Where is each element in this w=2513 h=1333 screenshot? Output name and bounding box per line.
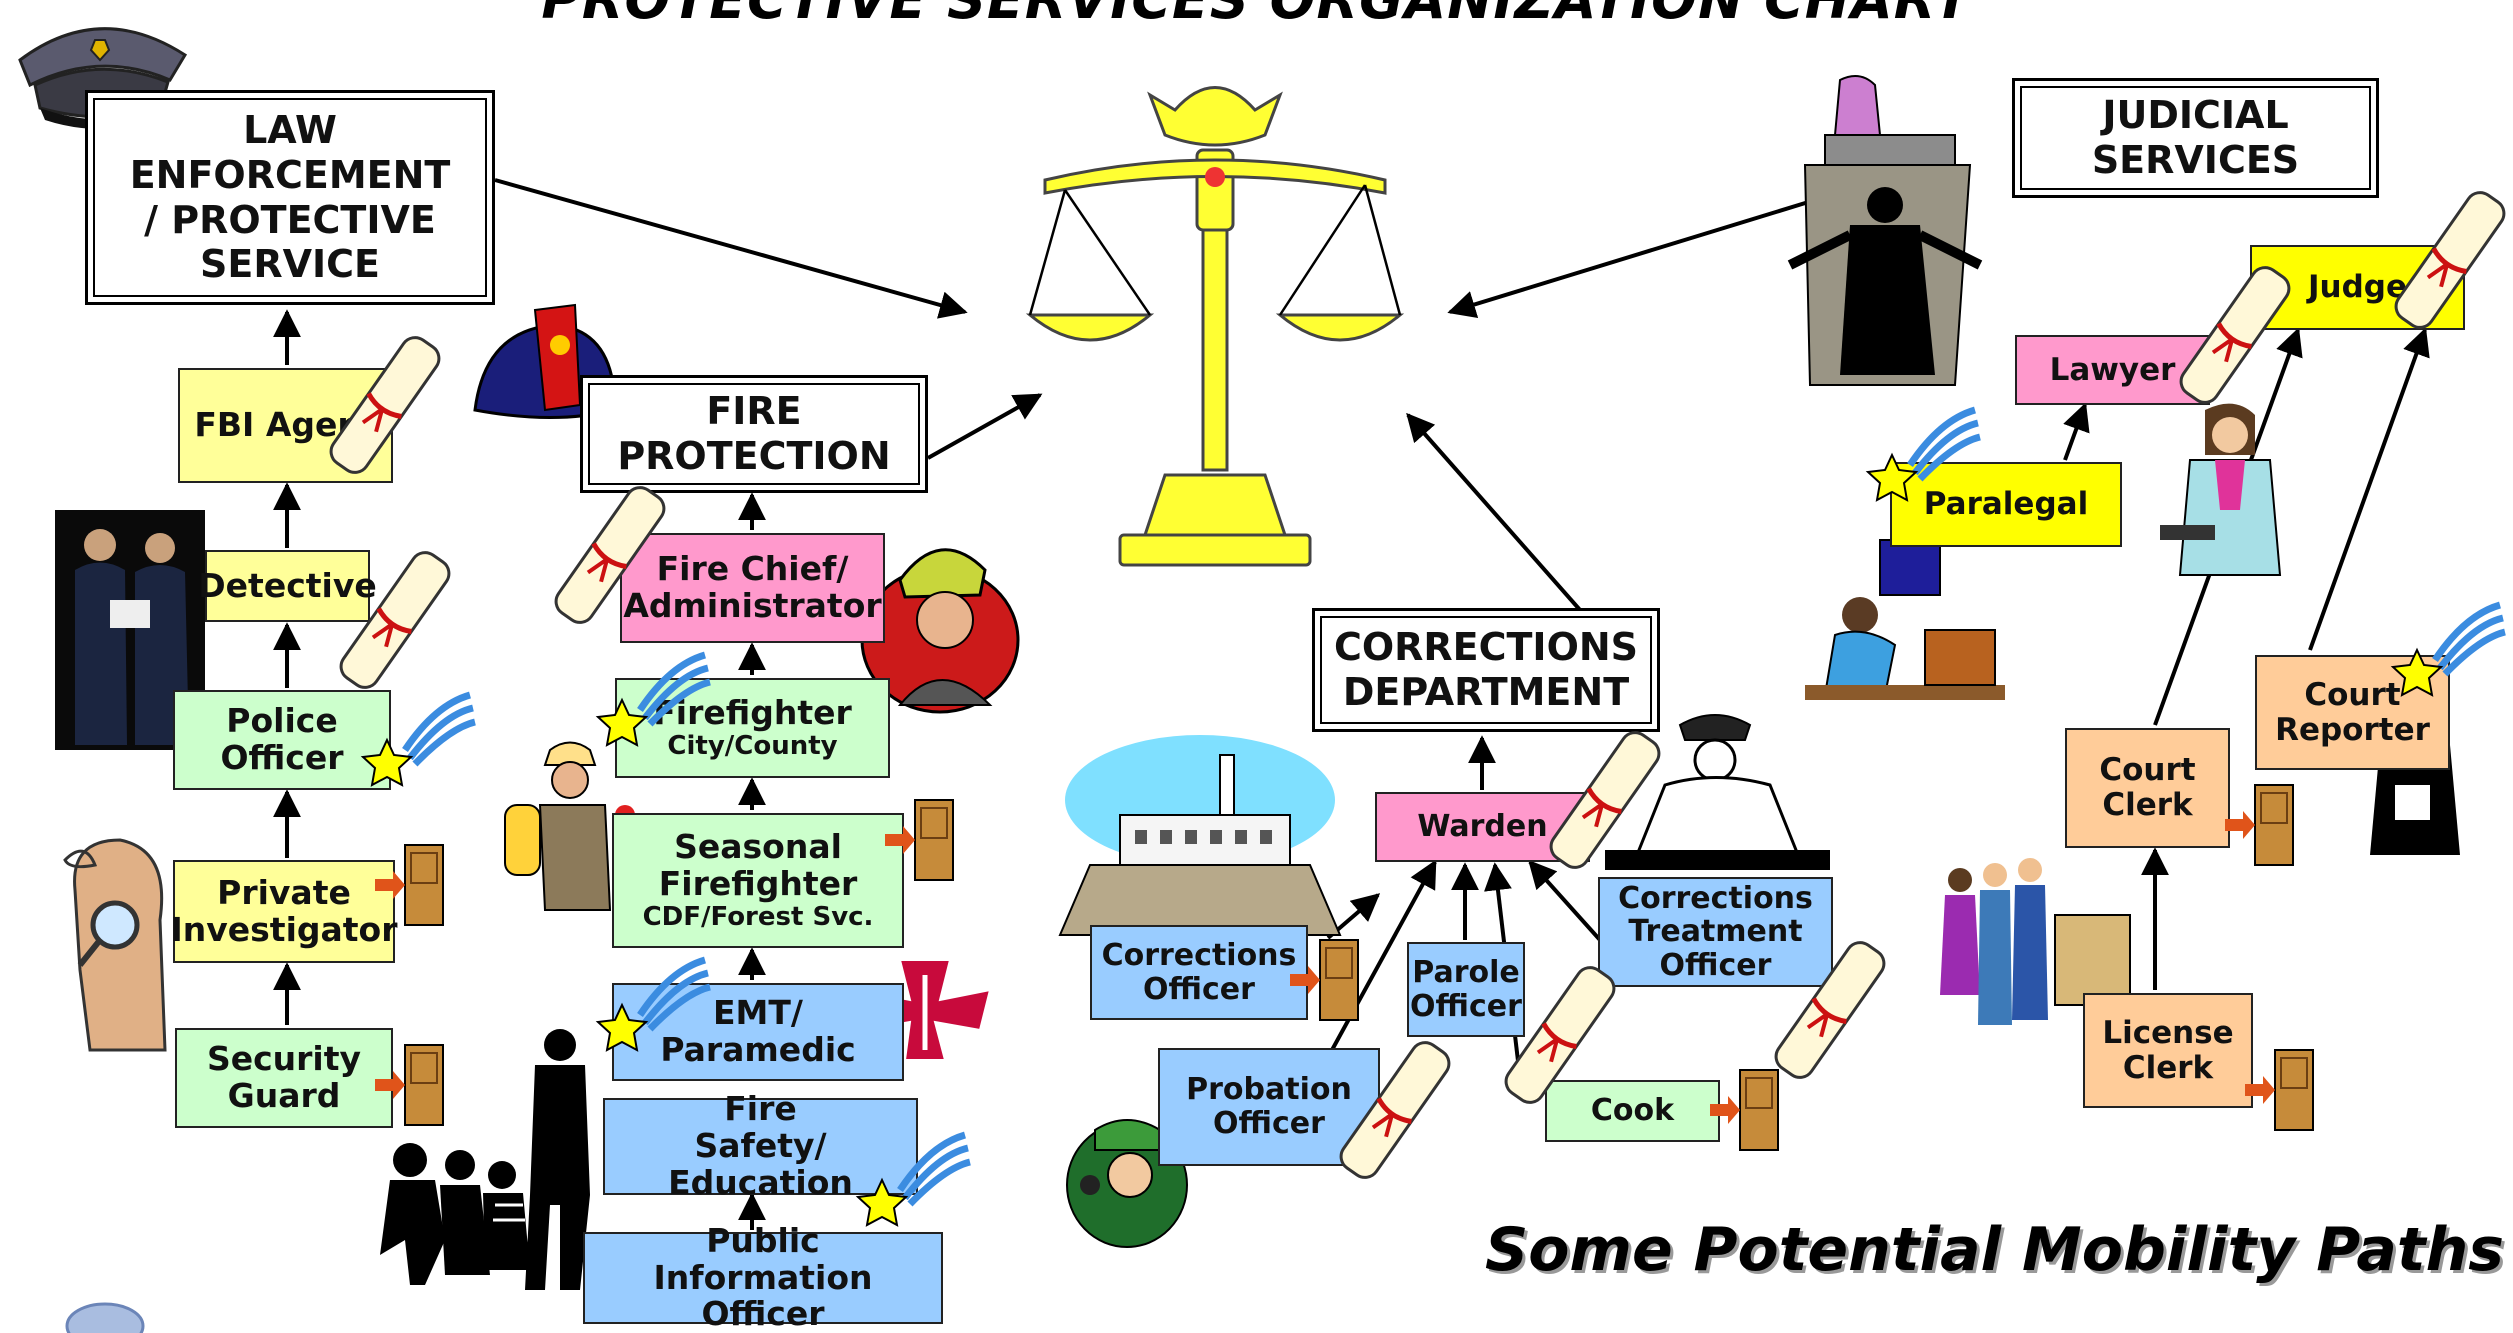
fire-chief-box: Fire Chief/ Administrator [620,533,885,643]
shooting-star-icon [360,691,476,787]
warden-box: Warden [1375,792,1590,862]
seasonal-firefighter-subtitle: CDF/Forest Svc. [642,901,874,932]
corner-logo-icon [65,1302,145,1333]
judicial-services-header: JUDICIAL SERVICES [2012,78,2379,198]
diploma-scroll-icon [2394,191,2506,329]
door-exit-icon [2225,784,2294,866]
diploma-scroll-icon [1504,966,1616,1104]
diploma-scroll-icon [1549,731,1661,869]
seasonal-firefighter-title: Seasonal Firefighter [658,826,858,903]
diploma-scroll-icon [329,336,441,474]
emt-paramedic-box: EMT/ Paramedic [612,983,904,1081]
lawyer-woman-icon [2160,403,2282,576]
shooting-star-icon [2390,601,2506,697]
private-investigator-box: Private Investigator [171,860,398,963]
mobility-paths-caption: Some Potential Mobility Paths [1485,1215,2505,1285]
diploma-scroll-icon [339,551,451,689]
diploma-scroll-icon [1774,941,1886,1079]
police-officer-box: Police Officer [173,690,391,790]
door-exit-icon [885,799,954,881]
diploma-scroll-icon [2179,266,2291,404]
fire-chief-icon [860,548,1020,714]
arrow-treatment-to-warden [1528,859,1602,942]
arrow-judicial-to-scales [1447,198,1816,318]
warden-desk-icon [1605,714,1830,870]
shooting-star-icon [1865,406,1981,502]
door-exit-icon [1290,939,1359,1021]
cook-box: Cook [1545,1080,1720,1142]
shooting-star-icon [595,956,711,1052]
corrections-officer-box: Corrections Officer [1090,925,1308,1020]
security-guard-box: Security Guard [175,1028,393,1128]
shooting-star-icon [855,1131,971,1227]
diploma-scroll-icon [554,486,666,624]
private-investigator-icon [63,838,167,1052]
parole-officer-box: Parole Officer [1407,942,1525,1037]
door-exit-icon [375,844,444,926]
firefighter-subtitle: City/County [667,730,838,761]
door-exit-icon [2245,1049,2314,1131]
door-exit-icon [1710,1069,1779,1151]
arrow-corrections-to-scales [1406,412,1582,612]
license-clerk-box: License Clerk [2083,993,2253,1108]
door-exit-icon [375,1044,444,1126]
chart-title: PROTECTIVE SERVICES ORGANIZATION CHART [0,0,2513,31]
fire-protection-header: FIRE PROTECTION [580,375,928,493]
diploma-scroll-icon [1339,1041,1451,1179]
arrow-law-to-scales [494,178,968,319]
paralegal-studying-icon [1805,539,2005,700]
public-information-officer-box: Public Information Officer [583,1222,943,1332]
detective-box: Detective [198,550,377,622]
court-clerk-box: Court Clerk [2065,728,2230,848]
scales-of-justice-icon [1025,86,1405,567]
seasonal-firefighter-box: Seasonal Firefighter CDF/Forest Svc. [612,813,904,948]
law-enforcement-header: LAW ENFORCEMENT / PROTECTIVE SERVICE [85,90,495,305]
license-line-people-icon [1940,858,2131,1025]
fire-safety-education-box: Fire Safety/ Education [603,1090,918,1201]
judge-bench-icon [1787,75,1983,386]
arrow-reporter-to-judge [2308,327,2430,651]
corrections-treatment-officer-box: Corrections Treatment Officer [1598,877,1833,987]
diploma-scroll-icon [1315,1040,1425,1190]
shooting-star-icon [595,651,711,747]
paralegal-box: Paralegal [1890,462,2122,547]
arrow-fire-to-scales [927,393,1043,460]
police-cap-icon [18,27,188,129]
firefighter-children-silhouette-icon [380,1029,590,1290]
arrow-paralegal-to-lawyer [2063,402,2090,461]
firefighter-extinguisher-icon [504,741,635,911]
prison-island-icon [1058,735,1342,936]
corrections-department-header: CORRECTIONS DEPARTMENT [1312,608,1660,732]
firefighter-title: Firefighter [653,692,852,732]
